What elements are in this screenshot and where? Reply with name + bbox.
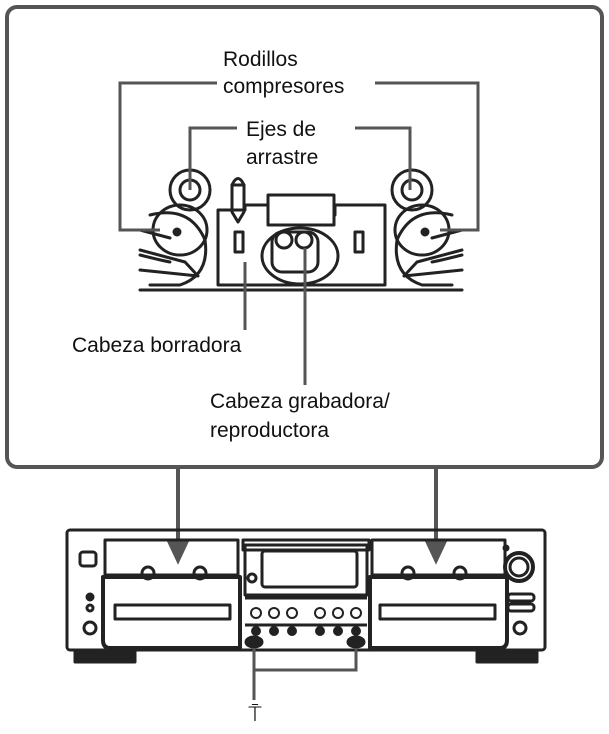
- leader-lines: [118, 81, 480, 385]
- capstans-label-line2: arrastre: [246, 146, 319, 169]
- cassette-deck: [65, 528, 547, 664]
- rec-play-head-label-line2: reproductora: [210, 419, 330, 442]
- erase-head-label: Cabeza borradora: [72, 334, 242, 357]
- arrows: [166, 469, 448, 565]
- left-arrow-head: [166, 541, 190, 565]
- tape-mechanism-closeup: [138, 168, 464, 292]
- eject-leader: [252, 648, 358, 672]
- pinch-rollers-label-line1: Rodillos: [223, 48, 298, 71]
- pinch-rollers-label-line2: compresores: [223, 75, 345, 98]
- capstans-label-line1: Ejes de: [246, 118, 317, 141]
- pinch-roller-leader-right: [375, 81, 480, 232]
- rec-play-head-label-line1: Cabeza grabadora/: [210, 390, 390, 413]
- pinch-roller-leader-left: [118, 81, 217, 232]
- right-arrow-head: [424, 541, 448, 565]
- capstan-leader-right: [355, 126, 412, 190]
- eject-icon: ⍑: [248, 702, 262, 727]
- capstan-leader-left: [188, 126, 237, 190]
